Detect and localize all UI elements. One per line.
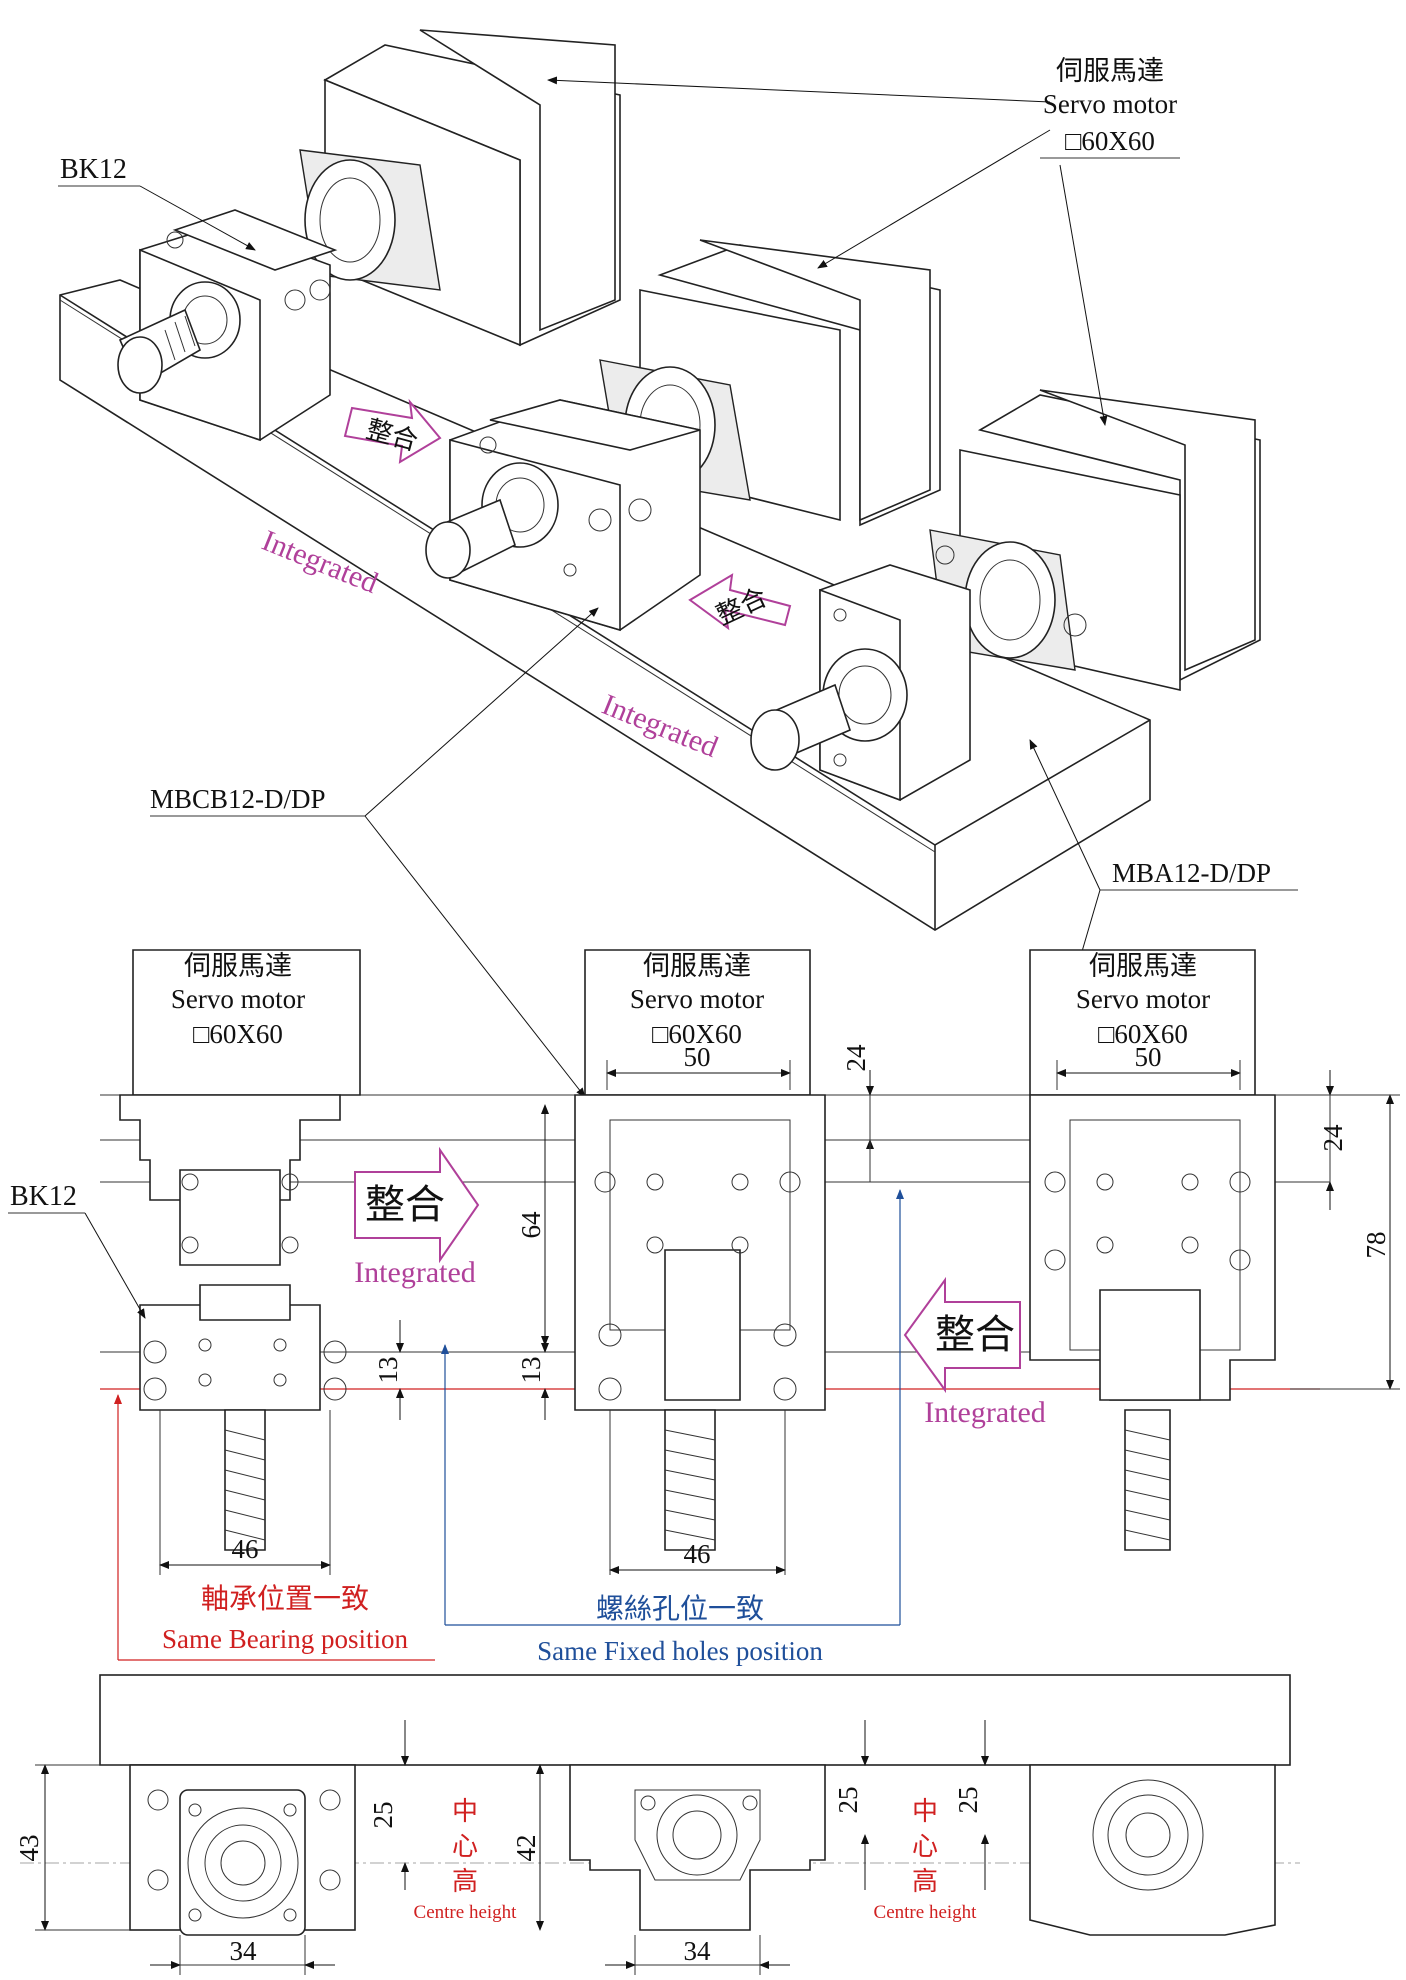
centre-cn-a3: 高 — [452, 1867, 478, 1897]
centre-cn-b1: 中 — [912, 1797, 938, 1827]
centre-cn-b3: 高 — [912, 1867, 938, 1897]
front-integrated-arrow-2: 整合 — [903, 1276, 1021, 1394]
iso-assembly-mba12 — [750, 389, 1261, 802]
dim-46-a: 46 — [232, 1534, 259, 1564]
dim-24-a: 24 — [841, 1044, 871, 1072]
centre-en-a: Centre height — [414, 1902, 518, 1923]
centre-cn-b2: 心 — [912, 1832, 938, 1862]
dim-34-a: 34 — [230, 1936, 258, 1966]
front-arrow-label-2: 整合 — [935, 1312, 1015, 1358]
centre-en-b: Centre height — [874, 1902, 978, 1923]
dim-24-b: 24 — [1318, 1124, 1348, 1152]
same-bearing-cn: 軸承位置一致 — [201, 1582, 369, 1615]
front-motor-en-1: Servo motor — [171, 984, 305, 1014]
front-motor-en-2: Servo motor — [630, 984, 764, 1014]
front-motor-size-3: □60X60 — [1098, 1019, 1188, 1049]
iso-servo-size: □60X60 — [1065, 126, 1155, 156]
same-holes-cn: 螺絲孔位一致 — [596, 1592, 764, 1625]
same-holes-en: Same Fixed holes position — [537, 1636, 823, 1666]
iso-assembly-bk12 — [117, 29, 621, 442]
front-unit-bk12 — [119, 949, 361, 1551]
front-integrated-text-1: Integrated — [354, 1256, 476, 1289]
dim-34-b: 34 — [684, 1936, 712, 1966]
side-base-plate — [99, 1674, 1291, 1766]
side-unit-bk12 — [129, 1764, 356, 1936]
dim-25-b: 25 — [833, 1787, 863, 1814]
side-view: 43 25 42 25 25 中 心 高 Centre height 中 心 高… — [14, 1674, 1300, 1975]
front-integrated-arrow-1: 整合 — [354, 1146, 480, 1264]
iso-mbcb-label: MBCB12-D/DP — [150, 784, 326, 814]
dim-43: 43 — [14, 1835, 44, 1862]
dim-25-c: 25 — [953, 1787, 983, 1814]
same-bearing-en: Same Bearing position — [162, 1624, 408, 1654]
centre-cn-a1: 中 — [452, 1797, 478, 1827]
dim-50-a: 50 — [684, 1042, 711, 1072]
iso-assembly-mbcb12 — [425, 239, 941, 632]
dim-64: 64 — [516, 1211, 546, 1239]
side-unit-mba12 — [1029, 1764, 1276, 1936]
dim-42: 42 — [511, 1835, 541, 1862]
isometric-view: 整合 整合 Integrated Integrated 伺服馬達 Servo m… — [58, 29, 1298, 1098]
iso-servo-label-cn: 伺服馬達 — [1056, 56, 1164, 87]
dim-13-a: 13 — [373, 1357, 403, 1384]
front-motor-size-2: □60X60 — [652, 1019, 742, 1049]
iso-servo-label-en: Servo motor — [1043, 89, 1177, 119]
iso-bk12-label: BK12 — [60, 154, 127, 185]
side-unit-mbcb12 — [569, 1764, 826, 1931]
iso-integrated-arrow-1: 整合 — [343, 398, 442, 464]
dim-25-a: 25 — [368, 1802, 398, 1829]
dim-13-b: 13 — [516, 1357, 546, 1384]
dim-78: 78 — [1361, 1232, 1391, 1259]
front-unit-mbcb12 — [574, 949, 826, 1551]
front-motor-size-1: □60X60 — [193, 1019, 283, 1049]
front-bk12-label: BK12 — [10, 1181, 77, 1212]
dim-50-b: 50 — [1135, 1042, 1162, 1072]
centre-cn-a2: 心 — [452, 1832, 478, 1862]
front-integrated-text-2: Integrated — [924, 1396, 1046, 1429]
dim-46-b: 46 — [684, 1539, 711, 1569]
front-motor-cn-1: 伺服馬達 — [184, 951, 292, 982]
front-arrow-label-1: 整合 — [365, 1182, 445, 1228]
front-motor-cn-2: 伺服馬達 — [643, 951, 751, 982]
iso-mba-label: MBA12-D/DP — [1112, 858, 1271, 888]
front-view: 伺服馬達 Servo motor □60X60 伺服馬達 Servo motor… — [8, 949, 1400, 1666]
front-unit-mba12 — [1029, 949, 1276, 1551]
front-motor-en-3: Servo motor — [1076, 984, 1210, 1014]
front-motor-cn-3: 伺服馬達 — [1089, 951, 1197, 982]
